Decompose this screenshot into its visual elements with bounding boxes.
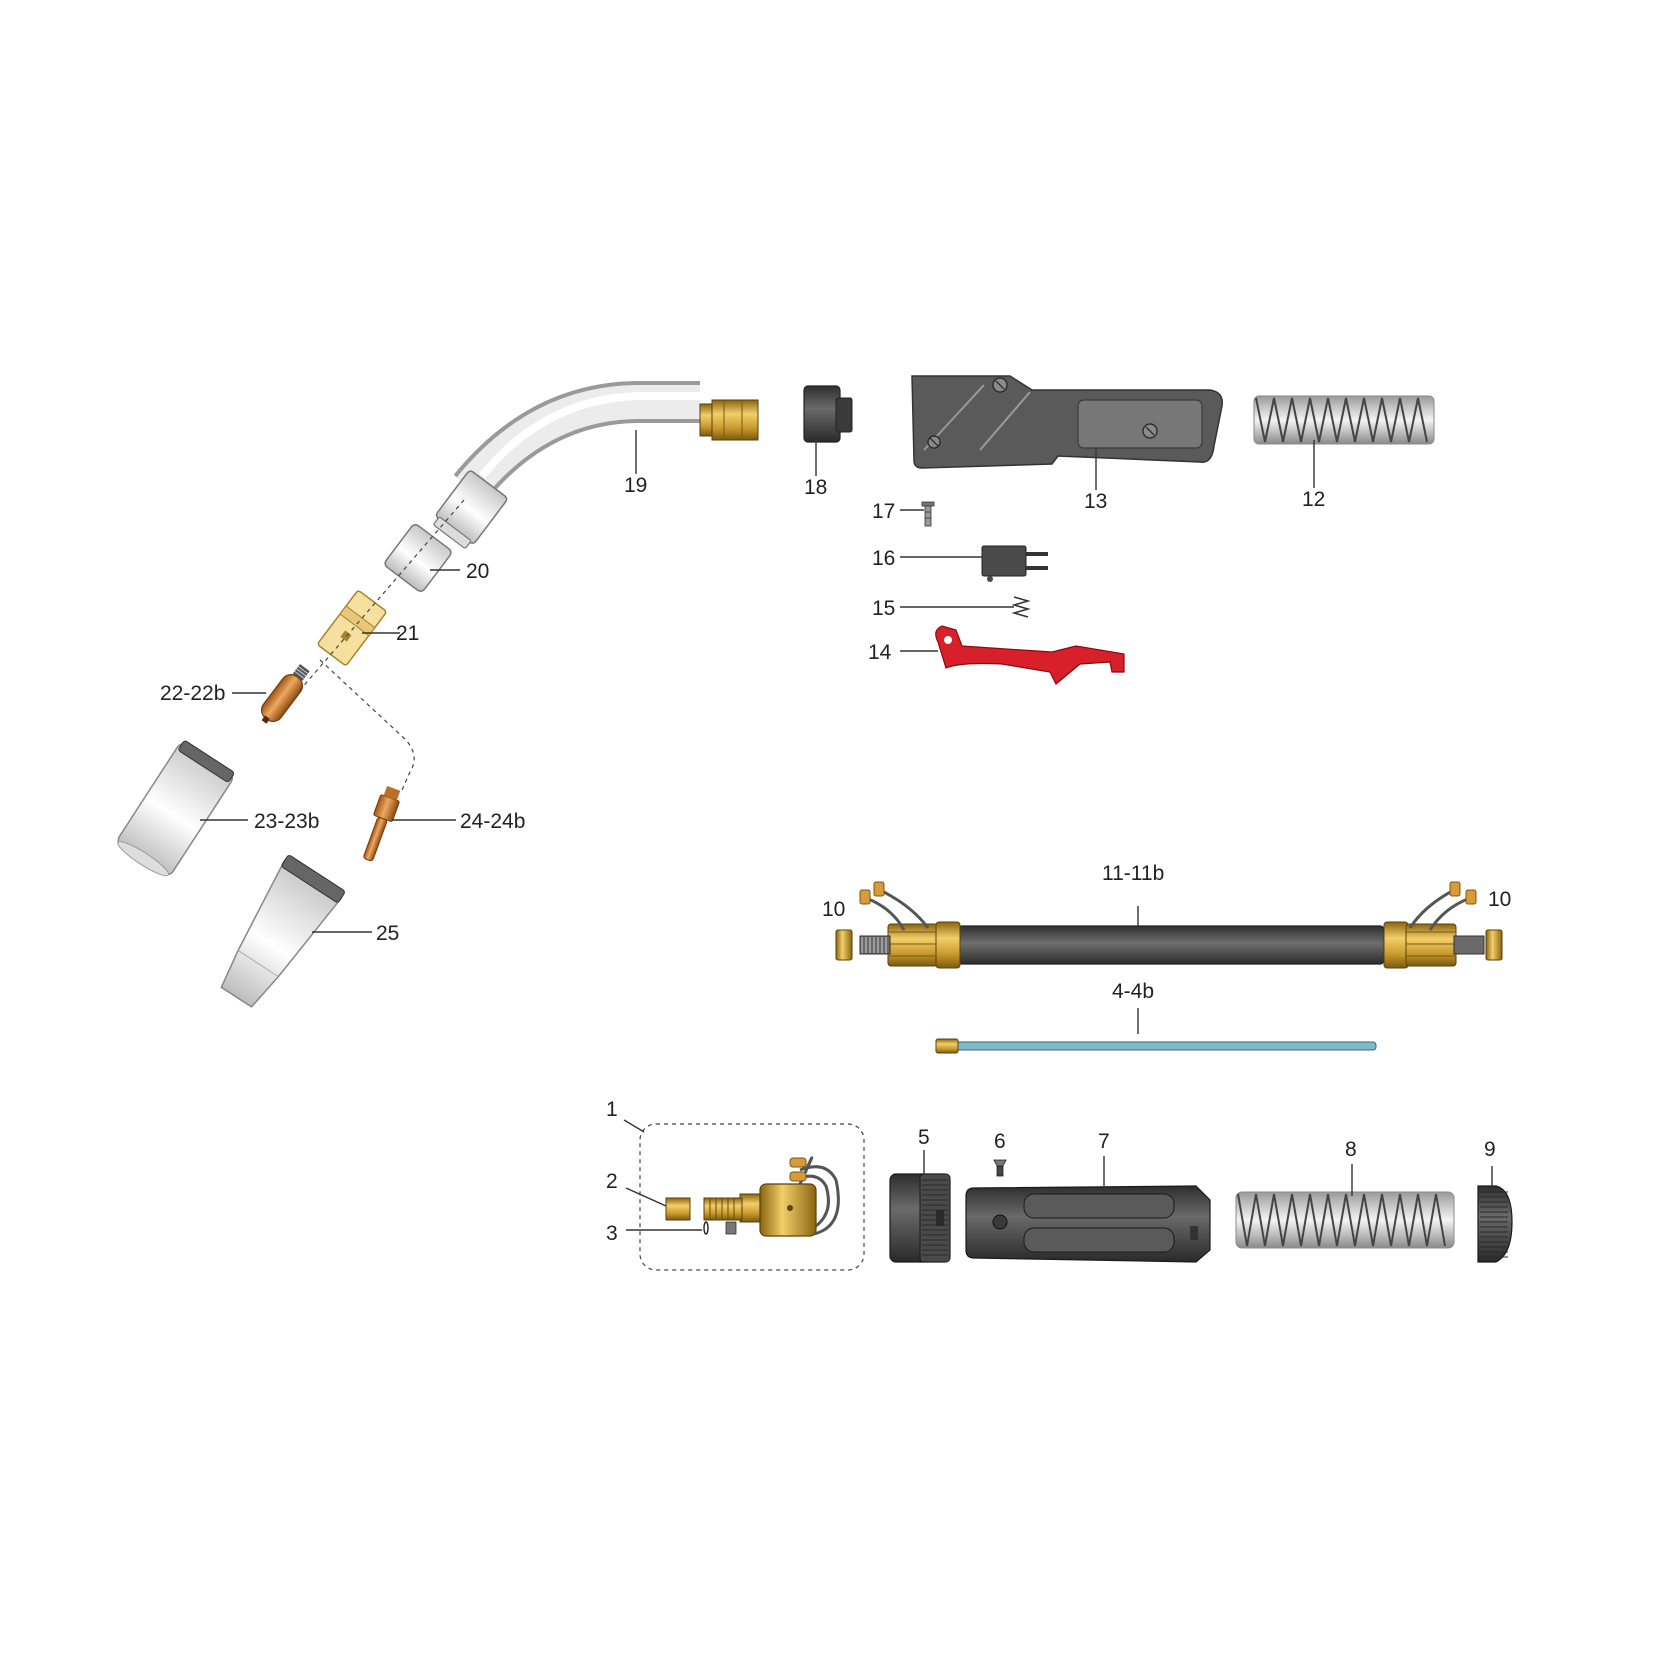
label-part-21: 21: [396, 622, 419, 645]
connector-part-1: [703, 1158, 840, 1237]
label-part-11: 11-11b: [1102, 862, 1164, 885]
cable-assembly-part-11: [859, 881, 1485, 969]
o-ring-part-3: [703, 1221, 709, 1235]
label-part-8: 8: [1345, 1138, 1357, 1161]
bushing-part-2: [665, 1197, 691, 1221]
insulator-part-20: [384, 524, 452, 592]
label-part-12: 12: [1302, 488, 1325, 511]
label-part-9: 9: [1484, 1138, 1496, 1161]
label-part-20: 20: [466, 560, 489, 583]
screw-part-6: [993, 1159, 1007, 1177]
trigger-spring-part-15: [1011, 596, 1031, 618]
contact-tip-part-22: [260, 664, 310, 724]
label-part-10-right: 10: [1488, 888, 1511, 911]
label-part-17: 17: [872, 500, 895, 523]
conical-nozzle-part-25: [220, 855, 345, 1008]
label-part-5: 5: [918, 1126, 930, 1149]
label-part-24: 24-24b: [460, 810, 525, 833]
contact-tip-part-24: [363, 786, 401, 862]
spring-part-8: [1235, 1191, 1455, 1249]
label-part-3: 3: [606, 1222, 618, 1245]
nozzle-part-23: [117, 740, 235, 877]
label-part-4: 4-4b: [1112, 980, 1154, 1003]
neck-adapter-part-18: [803, 385, 853, 443]
connector-group-frame: [639, 1123, 865, 1271]
nut-part-10-left: [835, 929, 853, 961]
knurled-nut-part-5: [889, 1173, 951, 1263]
handle-spring-part-12: [1253, 395, 1435, 445]
label-part-22: 22-22b: [160, 682, 225, 705]
handle-grip-part-7: [965, 1185, 1211, 1263]
label-part-6: 6: [994, 1130, 1006, 1153]
gas-diffuser-part-21: [317, 590, 387, 666]
end-cap-part-9: [1477, 1185, 1513, 1263]
swan-neck-part-19: [433, 381, 759, 549]
label-part-19: 19: [624, 474, 647, 497]
label-part-13: 13: [1084, 490, 1107, 513]
label-part-18: 18: [804, 476, 827, 499]
label-part-2: 2: [606, 1170, 618, 1193]
trigger-part-14: [935, 625, 1125, 685]
label-part-10-left: 10: [822, 898, 845, 921]
assembly-guide-line: [319, 659, 415, 791]
part-labels: 19 18 13 12 17 16 15 14 20 21 22-22b 23-…: [160, 474, 1511, 1245]
micro-switch-part-16: [981, 545, 1048, 582]
label-part-15: 15: [872, 597, 895, 620]
screw-part-17: [921, 501, 935, 527]
liner-part-4: [935, 1038, 1377, 1054]
leader-lines: [200, 430, 1493, 1231]
nut-part-10-right: [1485, 929, 1503, 961]
label-part-25: 25: [376, 922, 399, 945]
label-part-1: 1: [606, 1098, 618, 1121]
label-part-14: 14: [868, 641, 892, 664]
label-part-16: 16: [872, 547, 895, 570]
assembly-guide-line: [299, 499, 465, 691]
handle-half-part-13: [911, 375, 1223, 469]
label-part-7: 7: [1098, 1130, 1110, 1153]
label-part-23: 23-23b: [254, 810, 319, 833]
